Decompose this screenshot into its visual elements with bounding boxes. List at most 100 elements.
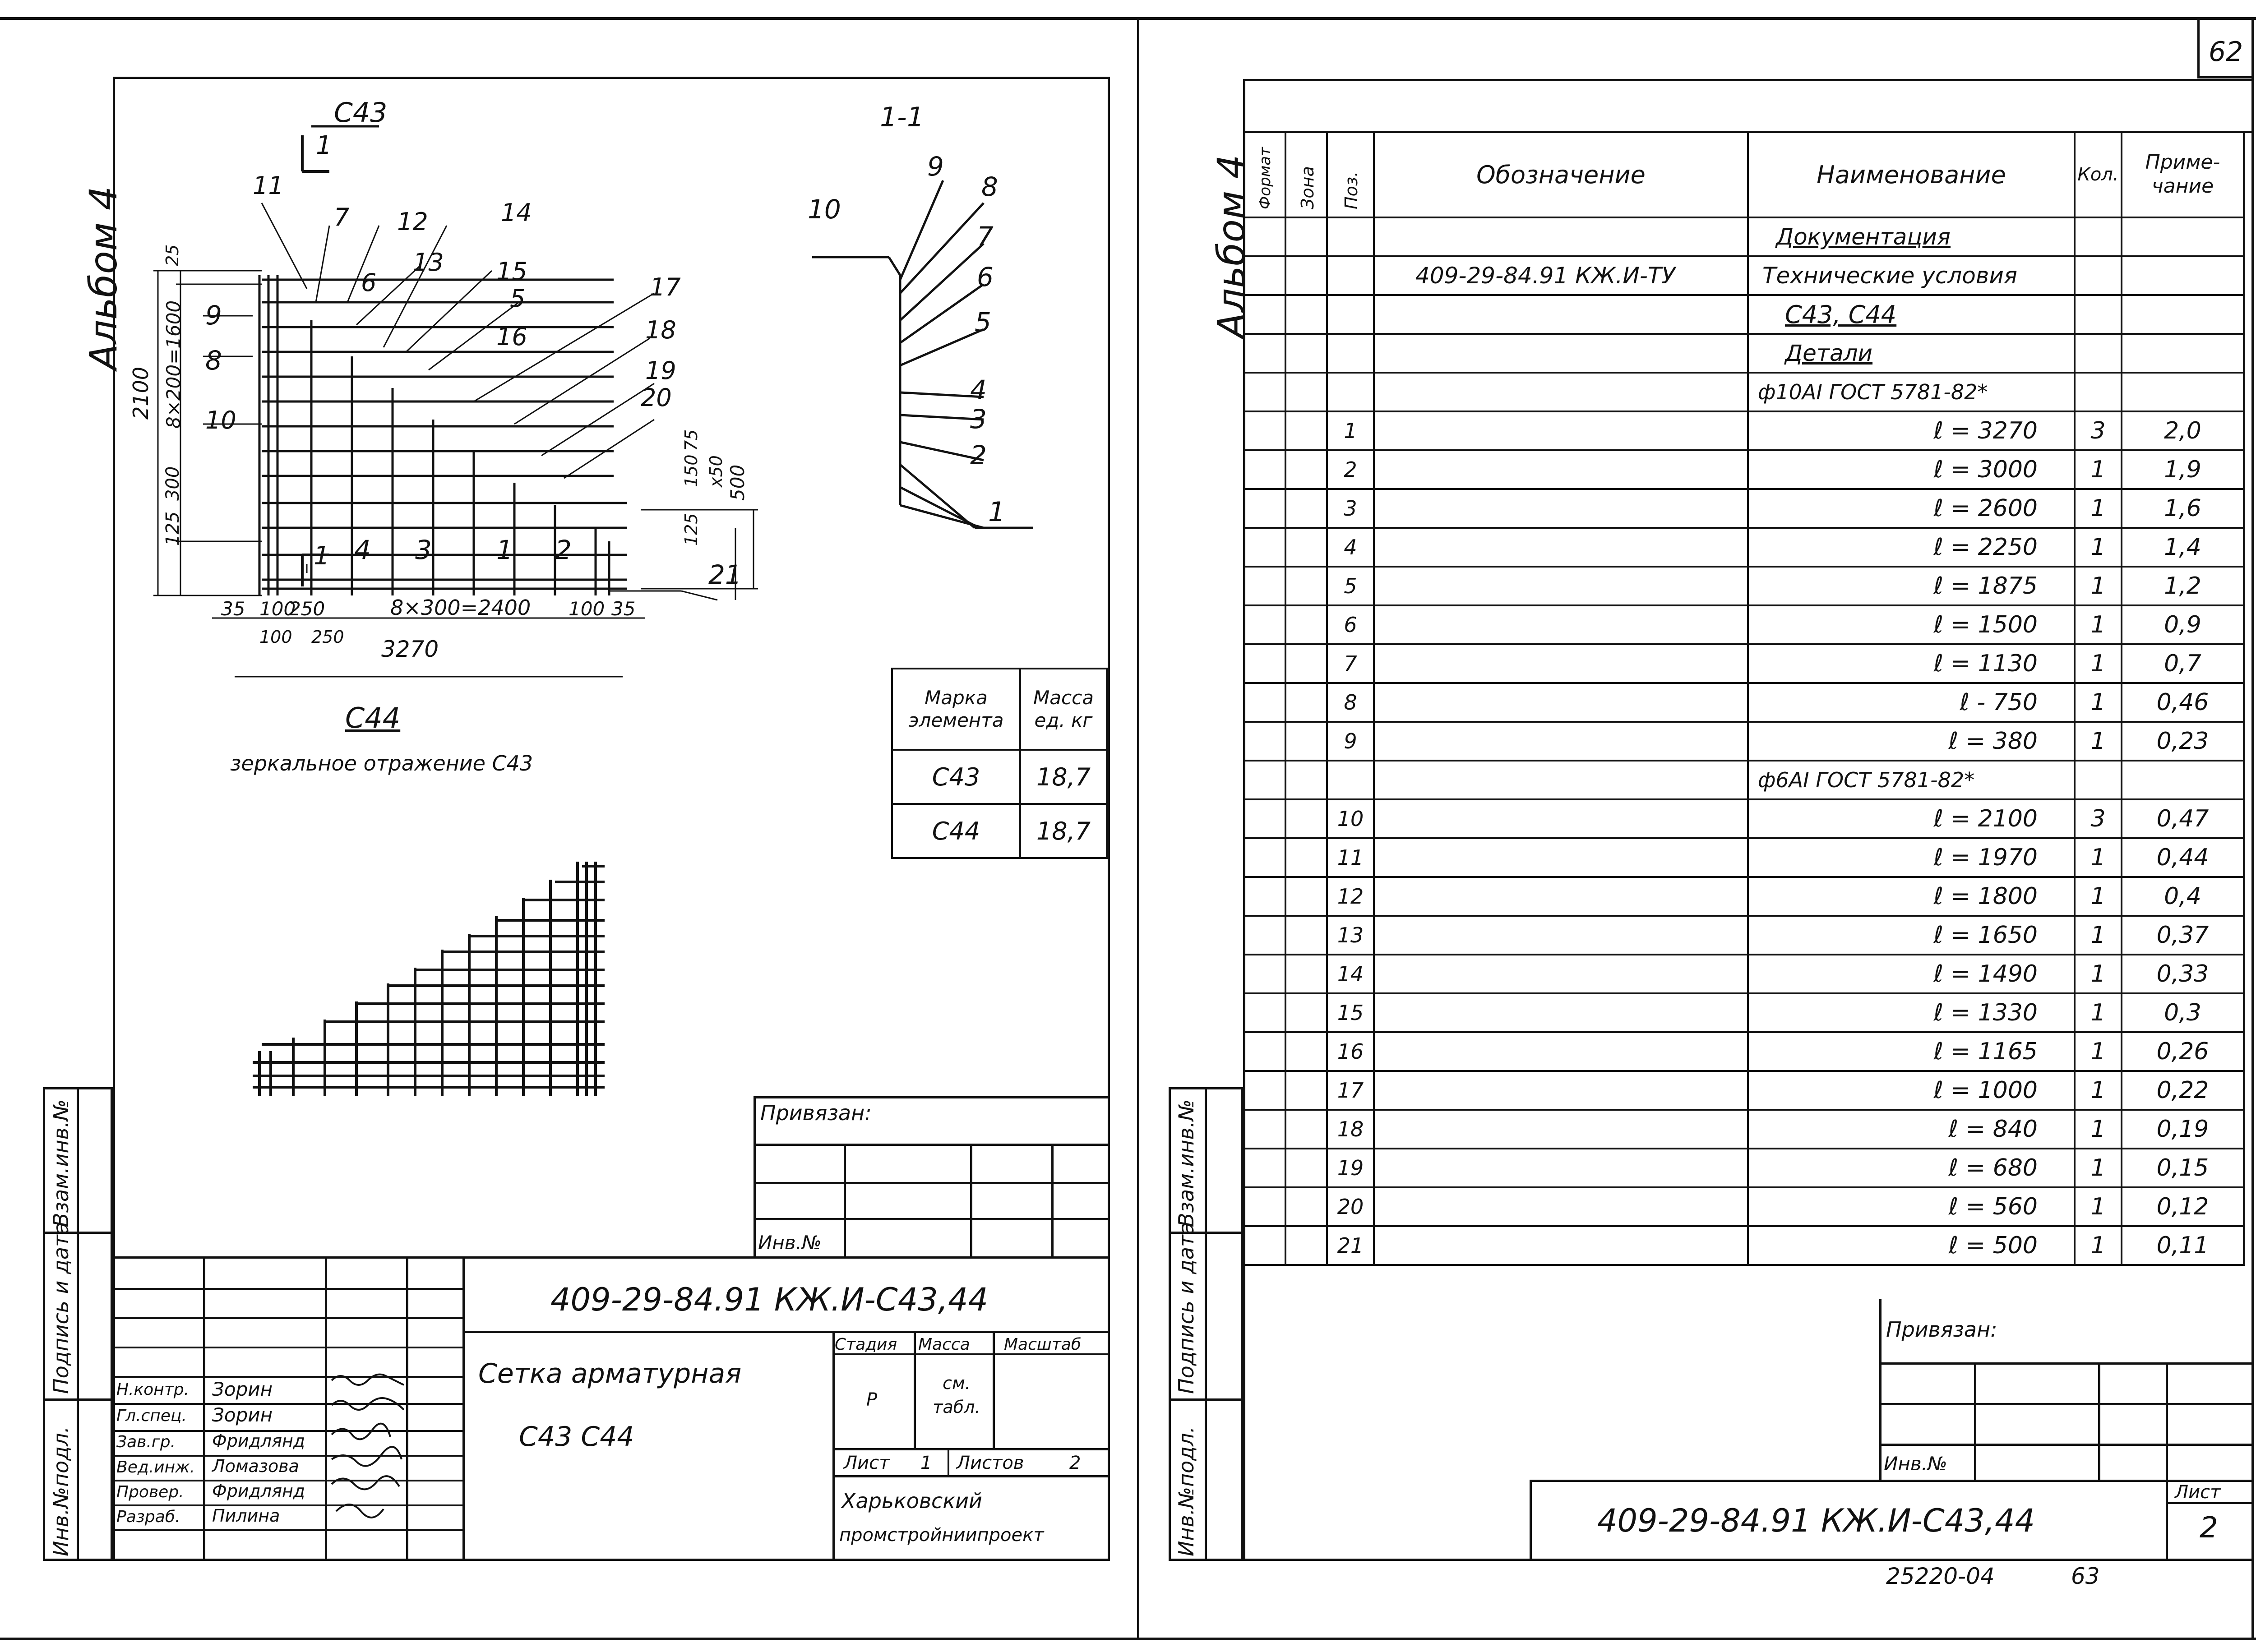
pos-cell: 1 <box>1326 411 1375 451</box>
section-callout-2: 2 <box>970 440 987 471</box>
left-code: 409-29-84.91 КЖ.И-С43,44 <box>550 1281 989 1318</box>
note-cell: 0,26 <box>2121 1031 2245 1072</box>
pos-cell: 21 <box>1326 1225 1375 1266</box>
callout-15: 15 <box>496 257 527 286</box>
note-cell: 0,4 <box>2121 876 2245 917</box>
name-cell: ℓ = 3270 <box>1747 411 2076 451</box>
note-cell: 0,33 <box>2121 954 2245 994</box>
section-callout-9: 9 <box>927 151 944 182</box>
footer-code: 25220-04 <box>1886 1563 1995 1589</box>
signer-name-2: Фридлянд <box>212 1431 305 1451</box>
dim-x50: х50 <box>706 455 726 487</box>
name-cell: ℓ = 1875 <box>1747 566 2076 606</box>
note-cell: 0,37 <box>2121 915 2245 955</box>
right-binding-label: Привязан: <box>1886 1317 1997 1342</box>
note-cell: 2,0 <box>2121 411 2245 451</box>
right-inv-label: Инв.№ <box>1884 1453 1947 1475</box>
header-qty: Кол. <box>2074 131 2122 218</box>
right-sheet-value: 2 <box>2200 1511 2218 1545</box>
dim-2100: 2100 <box>129 366 153 420</box>
zone-cell <box>1285 954 1328 994</box>
plan-drawing <box>153 125 758 678</box>
header-note: Приме-чание <box>2121 131 2245 218</box>
dim-3270: 3270 <box>381 636 439 662</box>
sheet-label: Лист <box>844 1453 890 1473</box>
spec-row-group2: ф6АI ГОСТ 5781-82* <box>1243 760 2245 800</box>
signer-role-2: Зав.гр. <box>116 1433 176 1451</box>
format-cell <box>1243 954 1286 994</box>
pos-cell: 9 <box>1326 721 1375 761</box>
name-cell: ℓ = 500 <box>1747 1225 2076 1266</box>
specification-table: Формат Зона Поз. Обозначение Наименовани… <box>1243 131 2245 1266</box>
section-callout-10: 10 <box>808 194 841 225</box>
pos-cell: 7 <box>1326 643 1375 684</box>
zone-cell <box>1285 992 1328 1033</box>
group1-title: ф10АI ГОСТ 5781-82* <box>1747 372 2076 412</box>
dim-8x200: 8×200=1600 <box>162 300 185 429</box>
scale-header: Масштаб <box>1004 1335 1082 1354</box>
name-cell: ℓ = 380 <box>1747 721 2076 761</box>
designation-cell <box>1373 798 1749 839</box>
format-cell <box>1243 682 1286 723</box>
page-number: 62 <box>2209 36 2243 68</box>
qty-cell: 1 <box>2074 643 2122 684</box>
designation-cell <box>1373 1186 1749 1227</box>
format-cell <box>1243 1070 1286 1111</box>
zone-cell <box>1285 449 1328 490</box>
dim-500: 500 <box>726 464 749 501</box>
doc-section-title: Документация <box>1747 217 2076 257</box>
left-frame <box>113 77 1110 1561</box>
sheet-divider <box>1137 20 1139 1638</box>
pos-cell: 5 <box>1326 566 1375 606</box>
callout-1: 1 <box>496 535 513 565</box>
section-callout-3: 3 <box>970 404 987 434</box>
sheets-label: Листов <box>957 1453 1024 1473</box>
format-cell <box>1243 566 1286 606</box>
mass-header: Масса <box>918 1335 970 1354</box>
name-cell: ℓ = 1970 <box>1747 837 2076 878</box>
qty-cell: 1 <box>2074 449 2122 490</box>
dim-250b: 250 <box>311 627 344 647</box>
dim-100a: 100 <box>259 598 296 620</box>
designation-cell <box>1373 992 1749 1033</box>
note-cell: 1,2 <box>2121 566 2245 606</box>
left-name-line1: Сетка арматурная <box>478 1358 742 1389</box>
mirror-note: зеркальное отражение С43 <box>230 751 533 775</box>
signer-name-5: Пилина <box>212 1506 280 1526</box>
org-line1: Харьковский <box>841 1489 982 1513</box>
left-binding-label: Привязан: <box>760 1101 872 1125</box>
callout-5: 5 <box>510 284 526 313</box>
qty-cell: 1 <box>2074 605 2122 645</box>
qty-cell: 1 <box>2074 527 2122 568</box>
designation-cell <box>1373 488 1749 529</box>
pos-cell: 16 <box>1326 1031 1375 1072</box>
left-name-line2: С43 С44 <box>519 1421 634 1453</box>
signer-role-5: Разраб. <box>116 1508 180 1526</box>
dim-300: 300 <box>162 466 183 501</box>
name-cell: ℓ = 3000 <box>1747 449 2076 490</box>
section-callout-5: 5 <box>975 307 991 337</box>
qty-cell: 1 <box>2074 915 2122 955</box>
pos-cell: 6 <box>1326 605 1375 645</box>
right-sheet-border-right <box>2251 20 2254 1638</box>
group2-title: ф6АI ГОСТ 5781-82* <box>1747 760 2076 800</box>
name-cell: ℓ = 2100 <box>1747 798 2076 839</box>
designation-cell <box>1373 721 1749 761</box>
qty-cell: 1 <box>2074 1070 2122 1111</box>
pos-cell: 4 <box>1326 527 1375 568</box>
zone-cell <box>1285 837 1328 878</box>
qty-cell: 1 <box>2074 488 2122 529</box>
qty-cell: 1 <box>2074 682 2122 723</box>
stage-header: Стадия <box>835 1335 897 1354</box>
spec-row-doc2: С43, С44 <box>1243 294 2245 335</box>
qty-cell: 1 <box>2074 721 2122 761</box>
format-cell <box>1243 798 1286 839</box>
zone-cell <box>1285 643 1328 684</box>
